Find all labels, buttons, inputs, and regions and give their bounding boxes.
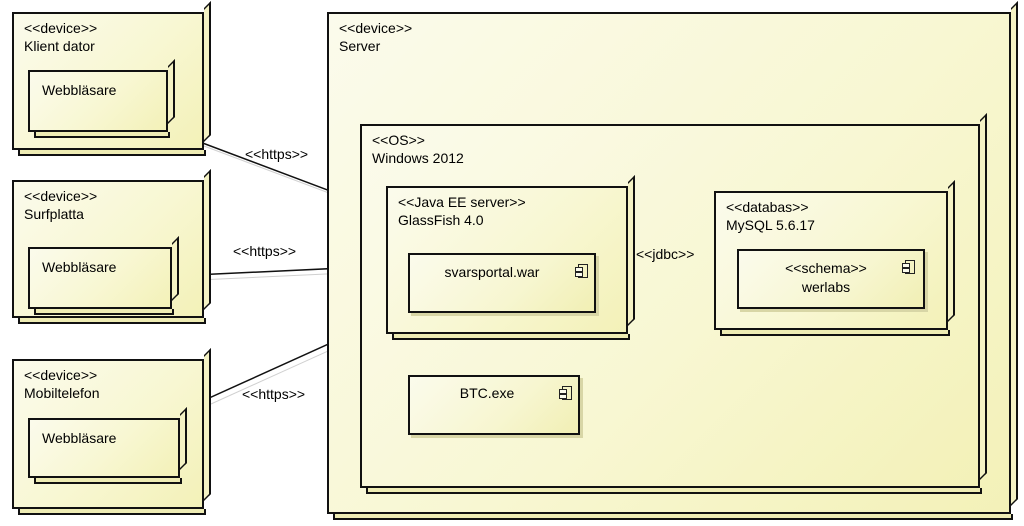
surfplatta-browser-node[interactable]: Webbläsare	[28, 247, 174, 315]
mobil-https-label: <<https>>	[242, 386, 306, 402]
mobil-stereotype: <<device>>	[24, 367, 98, 383]
klient-browser-label: Webbläsare	[42, 82, 117, 98]
server-name: Server	[339, 38, 381, 54]
schema-stereotype: <<schema>>	[785, 260, 867, 276]
component-icon	[902, 260, 915, 274]
klient-https-label: <<https>>	[245, 146, 309, 162]
mobil-browser-label: Webbläsare	[42, 430, 117, 446]
schema-component[interactable]: <<schema>> werlabs	[737, 249, 925, 309]
klient-stereotype: <<device>>	[24, 20, 98, 36]
surfplatta-stereotype: <<device>>	[24, 188, 98, 204]
mysql-name: MySQL 5.6.17	[726, 217, 815, 233]
btc-label: BTC.exe	[459, 385, 515, 401]
glassfish-stereotype: <<Java EE server>>	[398, 194, 526, 210]
os-stereotype: <<OS>>	[372, 132, 425, 148]
btc-component[interactable]: BTC.exe	[408, 375, 580, 435]
surfplatta-browser-label: Webbläsare	[42, 259, 117, 275]
mysql-stereotype: <<databas>>	[726, 199, 809, 215]
schema-name: werlabs	[801, 279, 851, 295]
surfplatta-https-label: <<https>>	[233, 243, 297, 259]
glassfish-name: GlassFish 4.0	[398, 212, 484, 228]
svarsportal-component[interactable]: svarsportal.war	[408, 253, 596, 313]
klient-name: Klient dator	[24, 38, 95, 54]
svarsportal-label: svarsportal.war	[444, 264, 540, 280]
server-stereotype: <<device>>	[339, 20, 413, 36]
component-icon	[559, 386, 572, 400]
mobil-name: Mobiltelefon	[24, 385, 100, 401]
component-icon	[575, 264, 588, 278]
surfplatta-name: Surfplatta	[24, 206, 84, 222]
klient-browser-node[interactable]: Webbläsare	[28, 70, 170, 138]
jdbc-label: <<jdbc>>	[636, 246, 695, 262]
os-name: Windows 2012	[372, 150, 464, 166]
mobil-browser-node[interactable]: Webbläsare	[28, 418, 182, 484]
